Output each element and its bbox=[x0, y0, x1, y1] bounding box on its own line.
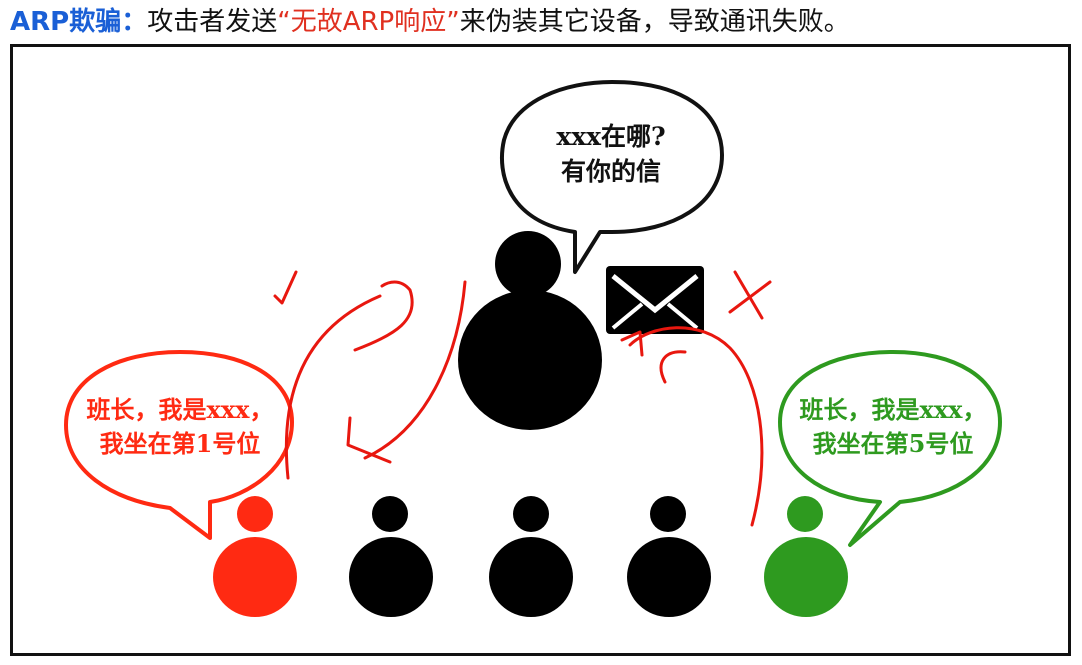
title-quote-close: ” bbox=[446, 7, 460, 37]
title-term: ARP欺骗： bbox=[10, 7, 148, 37]
title-quote-open: “ bbox=[277, 7, 291, 37]
real-bubble-line1: 班长，我是xxx， bbox=[800, 395, 987, 424]
attacker-claim-arrow bbox=[284, 294, 382, 480]
attacker-bubble-line1: 班长，我是xxx， bbox=[87, 395, 274, 424]
title-text-after: 来伪装其它设备，导致通讯失败。 bbox=[459, 7, 850, 37]
real-bubble-line2: 我坐在第5号位 bbox=[813, 429, 974, 458]
leader-speech-bubble: xxx在哪? 有你的信 bbox=[499, 80, 724, 274]
misdirected-reply-arrowhead bbox=[346, 416, 392, 464]
real-device-speech-bubble: 班长，我是xxx， 我坐在第5号位 bbox=[778, 350, 1002, 547]
attacker-speech-bubble: 班长，我是xxx， 我坐在第1号位 bbox=[64, 350, 294, 540]
title-highlight: 无故ARP响应 bbox=[290, 7, 447, 37]
person-seat-4 bbox=[627, 496, 711, 617]
real-person-seat-5 bbox=[764, 496, 848, 617]
attacker-person-seat-1 bbox=[213, 496, 297, 617]
envelope-icon bbox=[606, 266, 704, 334]
person-seat-3 bbox=[489, 496, 573, 617]
leader-person bbox=[458, 231, 602, 430]
real-reply-curl bbox=[659, 350, 687, 384]
check-mark bbox=[273, 270, 298, 305]
attacker-bubble-line2: 我坐在第1号位 bbox=[100, 429, 261, 458]
x-mark bbox=[733, 270, 764, 320]
leader-bubble-line1: xxx在哪? bbox=[556, 122, 665, 151]
misdirected-reply-arrow bbox=[363, 280, 467, 460]
leader-bubble-line2: 有你的信 bbox=[561, 157, 661, 186]
person-seat-2 bbox=[349, 496, 433, 617]
curl-arrow bbox=[353, 280, 414, 352]
title-text-before: 攻击者发送 bbox=[147, 7, 278, 37]
real-reply-arrowhead bbox=[620, 330, 644, 357]
real-reply-arrow bbox=[628, 326, 764, 527]
slide-title: ARP欺骗：攻击者发送“无故ARP响应”来伪装其它设备，导致通讯失败。 bbox=[10, 4, 850, 40]
x-mark-stroke bbox=[728, 280, 772, 314]
handwritten-annotations bbox=[273, 270, 772, 527]
